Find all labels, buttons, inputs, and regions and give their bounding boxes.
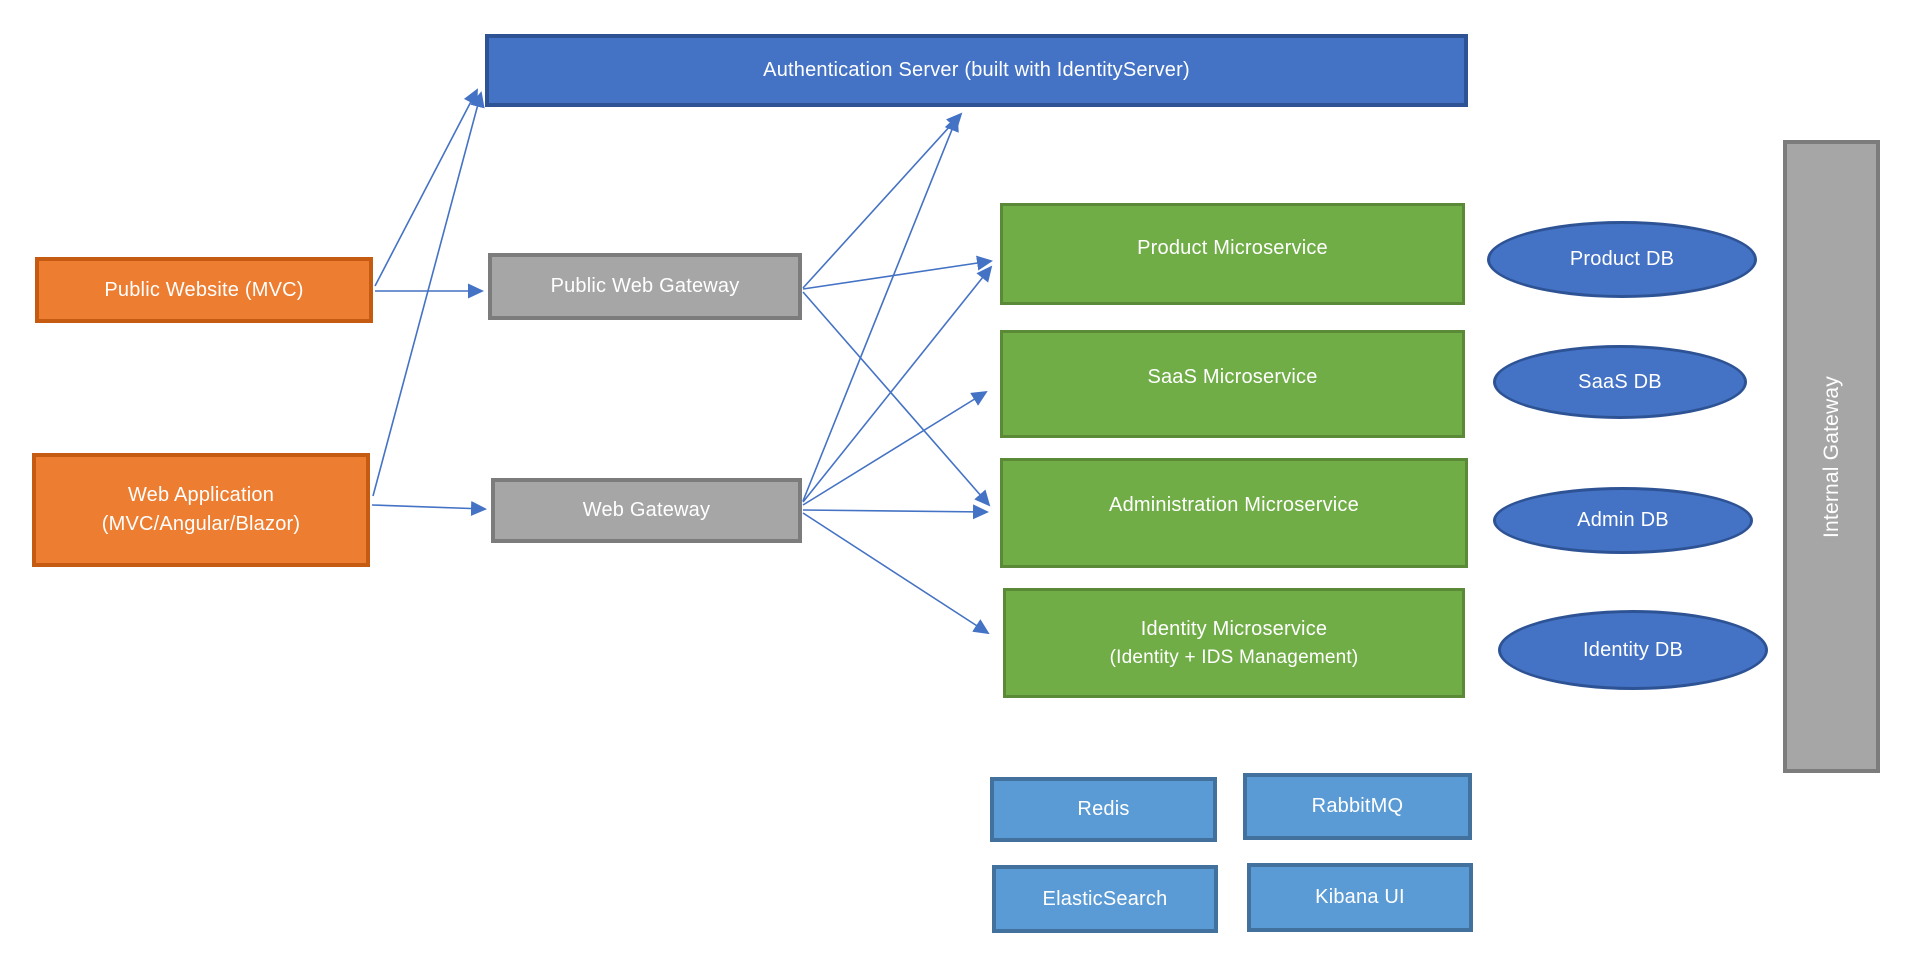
edge-web_gateway-to-admin_ms [802,504,989,520]
node-label-line1: Identity Microservice [1140,617,1328,640]
edge-public_web_gateway-to-product_ms [802,255,993,290]
node-label-line2: (Identity + IDS Management) [1109,646,1359,668]
node-saas-microservice: SaaS Microservice [1000,330,1465,438]
node-label: Internal Gateway [1819,375,1843,538]
node-product-microservice: Product Microservice [1000,203,1465,305]
node-label: Public Website (MVC) [104,278,304,301]
node-identity-microservice: Identity Microservice (Identity + IDS Ma… [1003,588,1465,698]
node-saas-db: SaaS DB [1493,345,1747,419]
node-administration-microservice: Administration Microservice [1000,458,1468,568]
node-redis: Redis [990,777,1217,842]
node-label: Product Microservice [1137,237,1328,259]
node-admin-db: Admin DB [1493,487,1753,554]
node-identity-db: Identity DB [1498,610,1768,690]
node-label: Identity DB [1582,638,1684,661]
node-elasticsearch: ElasticSearch [992,865,1218,933]
edge-public_web_gateway-to-auth_server [802,112,963,289]
node-label-line2: (MVC/Angular/Blazor) [101,513,301,535]
node-public-web-gateway: Public Web Gateway [488,253,802,320]
node-product-db: Product DB [1487,221,1757,298]
node-kibana-ui: Kibana UI [1247,863,1473,932]
node-label: Kibana UI [1315,886,1405,908]
node-label: SaaS DB [1578,370,1662,393]
node-label: SaaS Microservice [1147,366,1318,388]
edge-public_web_gateway-to-admin_ms [802,291,991,507]
node-label: RabbitMQ [1311,795,1404,817]
node-label: Administration Microservice [1109,494,1359,516]
node-label: Authentication Server (built with Identi… [763,59,1190,81]
node-web-gateway: Web Gateway [491,478,802,543]
node-authentication-server: Authentication Server (built with Identi… [485,34,1468,107]
node-label: Redis [1077,798,1130,820]
node-label-line1: Web Application [127,484,275,506]
node-web-application: Web Application (MVC/Angular/Blazor) [32,453,370,567]
edge-public_website-to-auth_server [374,88,478,287]
edge-web_gateway-to-saas_ms [802,390,988,506]
edge-web_application-to-web_gateway [371,501,487,517]
node-rabbitmq: RabbitMQ [1243,773,1472,840]
node-label: Public Web Gateway [550,275,740,297]
node-label: Web Gateway [582,499,711,521]
node-label: Admin DB [1577,509,1669,531]
node-public-website: Public Website (MVC) [35,257,373,323]
edge-web_gateway-to-product_ms [802,265,993,503]
edge-web_gateway-to-auth_server [802,115,959,502]
edge-web_application-to-auth_server [372,91,485,497]
node-internal-gateway: Internal Gateway [1783,140,1880,773]
node-label: ElasticSearch [1042,887,1168,910]
node-label: Product DB [1569,248,1675,270]
edge-web_gateway-to-identity_ms [802,512,990,635]
